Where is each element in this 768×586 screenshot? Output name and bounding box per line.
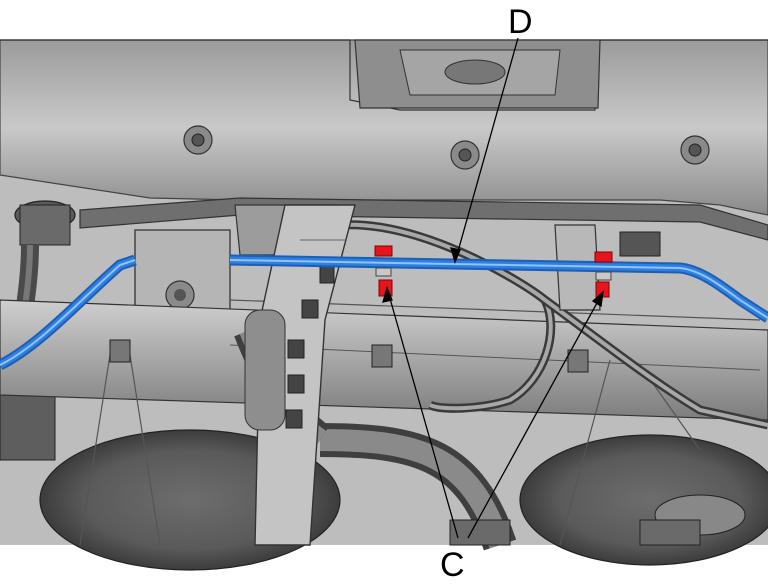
callout-d: D: [508, 3, 533, 41]
callout-c: C: [440, 546, 465, 584]
engine-bay-background: [0, 39, 768, 571]
washer-hose: [0, 254, 768, 370]
leader-lines: [382, 37, 604, 539]
hose-clamp-right: [594, 251, 613, 298]
